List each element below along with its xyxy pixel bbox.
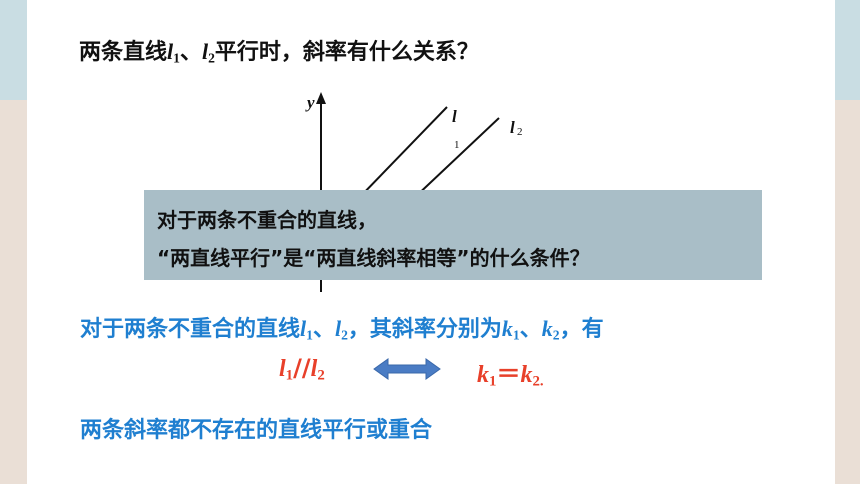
question-prefix: 两条直线: [79, 40, 168, 65]
question-separator: 、: [179, 40, 202, 65]
statement-middle: ，其斜率分别为: [347, 317, 502, 342]
question-suffix: 平行时，斜率有什么关系？: [214, 40, 479, 65]
statement-l1: l1: [300, 316, 313, 343]
statement-k1: k1: [501, 316, 520, 343]
line-l2-subscript: 2: [517, 126, 523, 138]
line-l2: [411, 117, 500, 201]
line-l1-subscript: 1: [454, 139, 460, 151]
parallel-expression: l1//l2: [279, 354, 325, 385]
callout-line-2: “两直线平行”是“两直线斜率相等”的什么条件？: [157, 246, 590, 270]
expr-k2: k2.: [520, 362, 544, 390]
line-l1-label: l: [452, 107, 457, 126]
y-axis-arrowhead: [316, 92, 326, 104]
line-l2-label: l: [510, 118, 515, 137]
slope-equality-expression: k1＝k2.: [477, 354, 544, 391]
statement-k2: k2: [541, 316, 560, 343]
statement-text: 对于两条不重合的直线l1、l2，其斜率分别为k1、k2，有: [80, 311, 604, 343]
question-l2: l2: [201, 39, 215, 66]
expr-k1: k1: [477, 362, 497, 390]
question-l1: l1: [167, 39, 180, 66]
double-arrow-icon: [373, 358, 441, 380]
y-axis-label: y: [305, 93, 315, 112]
statement-prefix: 对于两条不重合的直线: [80, 317, 301, 342]
question-title: 两条直线l1、l2平行时，斜率有什么关系？: [79, 34, 479, 66]
statement-end: ，有: [559, 317, 604, 342]
expr-l2: l2: [310, 356, 325, 384]
slide: 两条直线l1、l2平行时，斜率有什么关系？ y l 1 l 2 对于两条不重合的…: [27, 0, 835, 484]
parallel-symbol: //: [293, 354, 311, 382]
statement-separator-2: 、: [519, 317, 542, 342]
callout-line-1: 对于两条不重合的直线，: [157, 208, 377, 232]
statement-separator-1: 、: [312, 317, 335, 342]
expr-l1: l1: [279, 356, 294, 384]
callout-box: 对于两条不重合的直线， “两直线平行”是“两直线斜率相等”的什么条件？: [144, 190, 762, 280]
line-l1: [356, 106, 448, 201]
note-text: 两条斜率都不存在的直线平行或重合: [80, 418, 433, 443]
equals-sign: ＝: [496, 360, 521, 388]
statement-l2: l2: [334, 316, 348, 343]
